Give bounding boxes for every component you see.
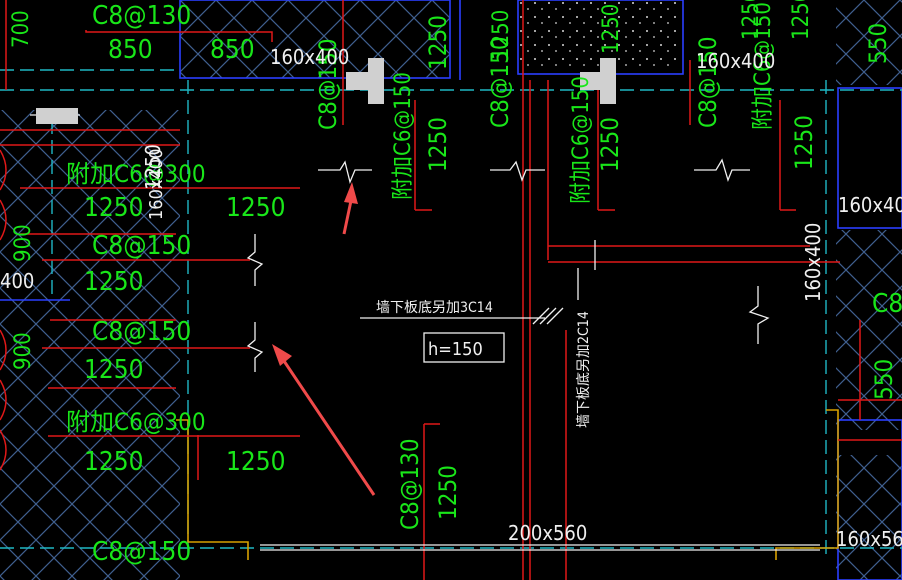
label-c8-150-v2: C8@150: [486, 36, 514, 128]
label-160x400-e: 160x400: [146, 149, 167, 220]
label-1250-l1: 1250: [84, 193, 144, 223]
label-1250-v4: 1250: [739, 0, 764, 40]
label-1250-l2: 1250: [84, 267, 144, 297]
label-1250-l3: 1250: [84, 355, 144, 385]
label-1250-v5: 1250: [789, 0, 814, 40]
label-550-b: 550: [870, 359, 898, 400]
label-1250-bot: 1250: [434, 465, 462, 520]
label-c6-150-v1: 附加C6@150: [391, 72, 416, 200]
label-1250-t1: 1250: [226, 193, 286, 223]
label-c8-150-v3: C8@150: [694, 36, 722, 128]
label-160x400-b: 160x400: [696, 49, 775, 73]
label-c8-130-bot: C8@130: [396, 438, 424, 530]
label-850-b: 850: [210, 35, 255, 65]
label-c8-150-bot: C8@150: [92, 537, 191, 567]
label-note-3c14: 墙下板底另加3C14: [376, 300, 493, 316]
label-160x400-a: 160x400: [270, 45, 349, 69]
label-c8-150-l2: C8@150: [92, 317, 191, 347]
label-h150: h=150: [428, 339, 483, 360]
h150-box: [423, 332, 505, 363]
label-c8-right: C8: [872, 289, 902, 319]
label-160x400-d: 160x400: [801, 223, 825, 302]
label-550-a: 550: [864, 23, 892, 64]
label-160x400-c: 160x400: [838, 193, 902, 217]
label-1250-v1: 1250: [424, 117, 452, 172]
label-c6-300-a: 附加C6@300: [66, 160, 206, 188]
label-160x560: 160x560: [836, 527, 902, 551]
label-1250-t5: 1250: [599, 4, 624, 54]
label-1250-v2: 1250: [596, 117, 624, 172]
column-blocks: [36, 58, 616, 124]
label-700: 700: [9, 10, 34, 48]
label-1250-t3: 1250: [424, 15, 452, 70]
annotation-arrows: [272, 182, 376, 496]
label-c8-130-top: C8@130: [92, 1, 191, 31]
label-c6-150-v2: 附加C6@150: [569, 76, 594, 204]
label-900-b: 900: [11, 332, 36, 370]
label-1250-v3: 1250: [790, 115, 818, 170]
label-1250-l5: 1250: [141, 144, 165, 190]
label-c8-150-l1: C8@150: [92, 231, 191, 261]
label-note-2c14: 墙下板底另加2C14: [576, 311, 592, 428]
label-200x560: 200x560: [508, 521, 587, 545]
label-c6-150-v3: 附加C6@150: [751, 2, 776, 130]
label-1250-t4: 1250: [489, 10, 514, 60]
label-400: 400: [0, 269, 34, 293]
label-c8-150-v1: C8@150: [314, 38, 342, 130]
label-1250-t2: 1250: [226, 447, 286, 477]
white-labels: 160x400 160x400 160x400 160x400 160x400 …: [146, 45, 902, 551]
green-labels: C8@130 850 850 700 1250 1250 附加C6@300 C8…: [0, 0, 902, 567]
label-c6-300-b: 附加C6@300: [66, 408, 206, 436]
label-850-a: 850: [108, 35, 153, 65]
yellow-edges: [176, 409, 839, 560]
label-1250-l4: 1250: [84, 447, 144, 477]
label-900-a: 900: [11, 224, 36, 262]
